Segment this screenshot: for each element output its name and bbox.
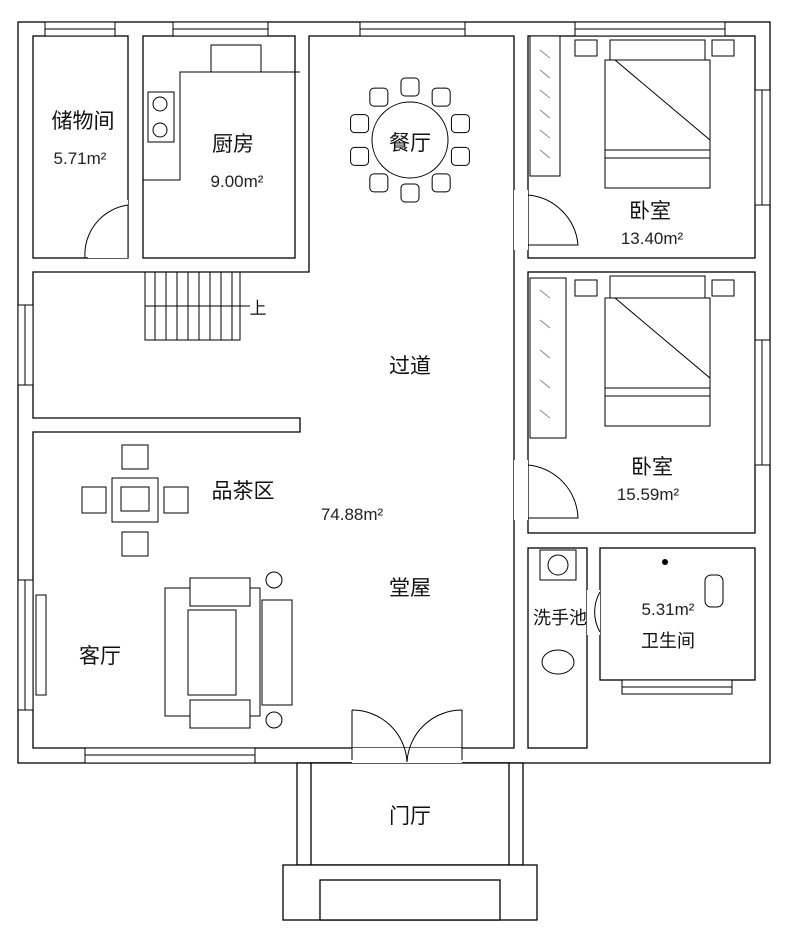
label-hall: 堂屋 [389, 576, 431, 600]
label-kitchen: 厨房 [212, 132, 254, 156]
dining-chair [431, 173, 451, 193]
dining-chair [431, 87, 451, 107]
dining-table [350, 77, 470, 203]
room-bathroom [599, 547, 756, 681]
porch-step-inner [319, 879, 501, 921]
dining-chair [450, 114, 470, 134]
staircase [144, 271, 250, 341]
bathroom-fixtures [539, 549, 724, 675]
label-storage: 储物间 [52, 109, 115, 133]
label-bedroom-2: 卧室 [631, 455, 673, 479]
bed-1 [529, 35, 735, 189]
dining-chair [369, 173, 389, 193]
label-bathroom: 卫生间 [641, 631, 695, 652]
dining-chair [400, 77, 420, 97]
label-foyer: 门厅 [389, 804, 431, 828]
label-dining: 餐厅 [389, 131, 431, 155]
label-living: 客厅 [79, 644, 121, 668]
windows [17, 21, 771, 764]
kitchen-counter [143, 44, 300, 181]
area-bathroom: 5.31m² [642, 600, 695, 619]
dining-chair [350, 114, 370, 134]
area-storage: 5.71m² [54, 149, 107, 168]
area-kitchen: 9.00m² [211, 172, 264, 191]
area-bedroom-1: 13.40m² [621, 229, 684, 248]
dining-chair [400, 183, 420, 203]
label-bedroom-1: 卧室 [629, 199, 671, 223]
dining-chair [450, 146, 470, 166]
dining-chair [369, 87, 389, 107]
bed-2 [529, 275, 735, 439]
room-kitchen [142, 35, 296, 259]
sofa-set [35, 571, 293, 729]
area-bedroom-2: 15.59m² [617, 485, 680, 504]
dining-chair [350, 146, 370, 166]
label-washbasin: 洗手池 [533, 608, 587, 629]
tea-table [81, 444, 189, 557]
label-corridor: 过道 [389, 354, 431, 378]
room-washbasin [527, 547, 588, 749]
label-tea-area: 品茶区 [212, 479, 275, 503]
doors [84, 190, 601, 763]
area-hall: 74.88m² [321, 505, 384, 524]
label-stairs-up: 上 [250, 299, 267, 319]
